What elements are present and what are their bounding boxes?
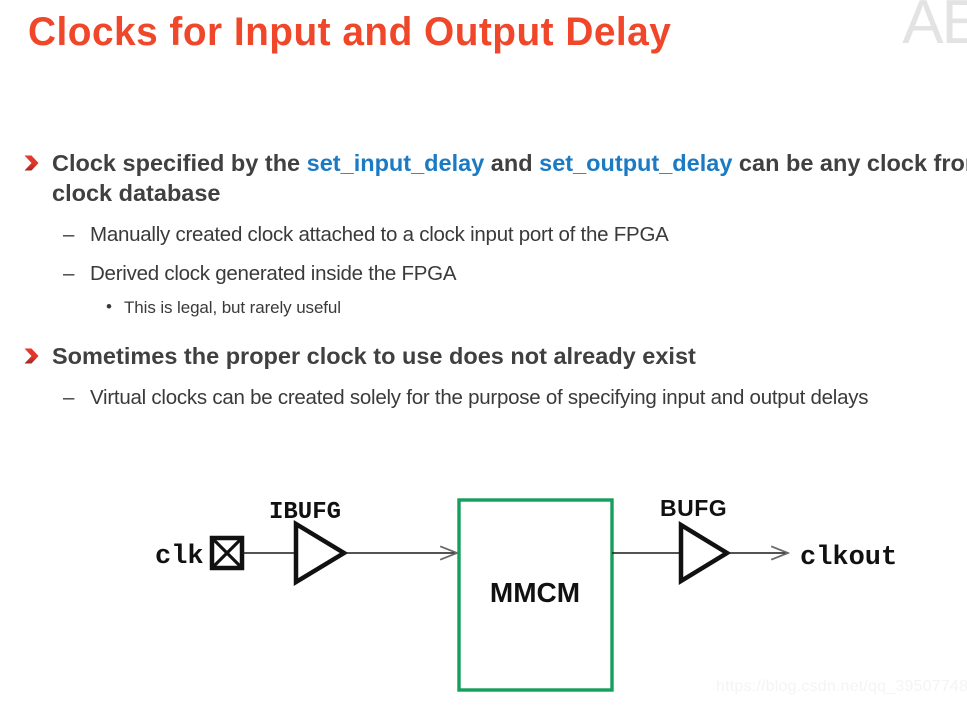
ibufg-buffer-icon — [293, 520, 349, 586]
bufg-buffer-icon — [678, 520, 732, 586]
bullet-level2-manually-created-clock: – Manually created clock attached to a c… — [0, 221, 967, 248]
mmcm-label: MMCM — [490, 577, 580, 608]
bullet-level1-sometimes-proper-clock: Sometimes the proper clock to use does n… — [0, 341, 967, 371]
dash-bullet-icon: – — [63, 261, 75, 285]
input-port-label: clk — [155, 542, 204, 572]
bullet-level2-derived-clock: – Derived clock generated inside the FPG… — [0, 260, 967, 287]
bufg-label: BUFG — [660, 495, 727, 521]
bullet1-text-mid: and — [484, 150, 540, 176]
bullet-level3-legal-but-rarely-useful: • This is legal, but rarely useful — [0, 297, 967, 319]
keyword-set-output-delay: set_output_delay — [539, 150, 733, 176]
dash-bullet-icon: – — [63, 222, 75, 246]
bullet-level2-virtual-clocks: – Virtual clocks can be created solely f… — [0, 384, 967, 411]
bullet-level1-clock-specified: Clock specified by the set_input_delay a… — [0, 148, 967, 209]
bullet-level1-sometimes-proper-clock-label: Sometimes the proper clock to use does n… — [52, 343, 696, 370]
source-url-watermark: https://blog.csdn.net/qq_39507748 — [716, 678, 967, 695]
keyword-set-input-delay: set_input_delay — [306, 150, 485, 176]
mmcm-block — [457, 498, 614, 692]
clock-path-diagram: clk IBUFG MMCM BUFG clkout — [0, 485, 967, 710]
chevron-bullet-icon — [24, 348, 39, 364]
input-pad-icon — [209, 535, 245, 571]
bullet-level2-virtual-clocks-label: Virtual clocks can be created solely for… — [90, 385, 869, 409]
bullet-level2-manually-created-clock-label: Manually created clock attached to a clo… — [90, 222, 669, 246]
bullet-level3-legal-but-rarely-useful-label: This is legal, but rarely useful — [124, 298, 341, 318]
dot-bullet-icon: • — [106, 297, 112, 317]
bullet1-text-before: Clock specified by the — [52, 150, 307, 176]
clock-path-diagram-svg: clk IBUFG MMCM BUFG clkout — [155, 495, 897, 692]
ae-logo-watermark: AE — [902, 0, 967, 57]
page-title: Clocks for Input and Output Delay — [28, 10, 672, 54]
bullet1-text-after: can be any clock from the clock database — [52, 150, 967, 207]
chevron-bullet-icon — [24, 155, 39, 171]
dash-bullet-icon: – — [63, 385, 75, 409]
slide-body: Clock specified by the set_input_delay a… — [0, 148, 967, 411]
ibufg-label: IBUFG — [269, 499, 341, 526]
output-port-label: clkout — [800, 543, 897, 573]
bullet-level2-derived-clock-label: Derived clock generated inside the FPGA — [90, 261, 457, 285]
